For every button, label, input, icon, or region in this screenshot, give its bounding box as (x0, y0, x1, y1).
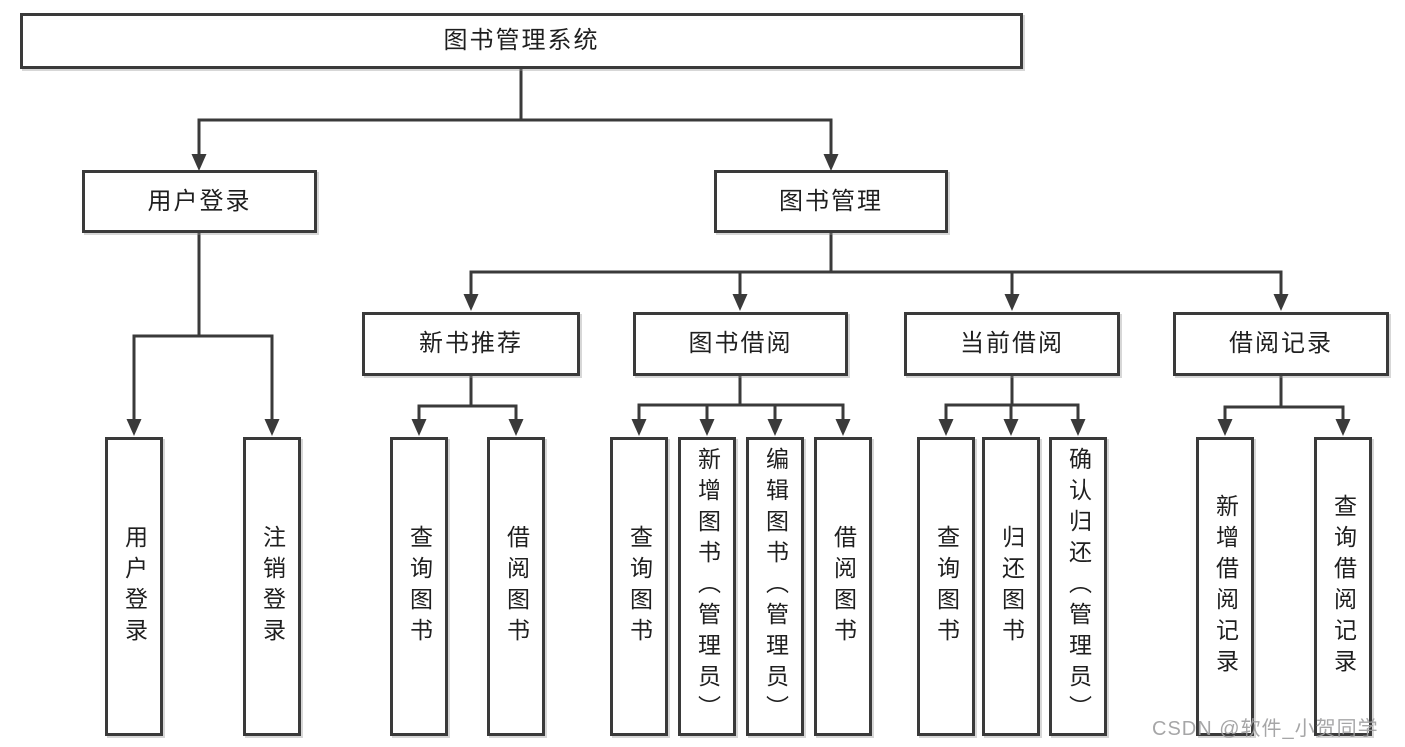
leaf-label: 借阅图书 (503, 524, 530, 649)
node-borrowing-records: 借阅记录 (1173, 312, 1389, 376)
leaf-label: 新增图书（管理员） (694, 447, 721, 726)
csdn-watermark: CSDN @软件_小贺同学 (1152, 718, 1379, 740)
leaf-label: 查询图书 (933, 524, 960, 649)
node-library-management-system: 图书管理系统 (20, 13, 1023, 69)
node-current-borrowing: 当前借阅 (904, 312, 1120, 376)
node-book-management: 图书管理 (714, 170, 948, 233)
leaf-label: 确认归还（管理员） (1065, 447, 1092, 726)
node-label: 图书管理 (779, 187, 883, 215)
leaf-add-borrow-record: 新增借阅记录 (1196, 437, 1254, 736)
leaf-edit-book-admin: 编辑图书（管理员） (746, 437, 804, 736)
leaf-label: 查询图书 (406, 524, 433, 649)
leaf-label: 新增借阅记录 (1212, 493, 1239, 680)
leaf-query-books-current: 查询图书 (917, 437, 975, 736)
leaf-user-login: 用户登录 (105, 437, 163, 736)
leaf-label: 编辑图书（管理员） (762, 447, 789, 726)
leaf-label: 用户登录 (121, 524, 148, 649)
node-label: 图书管理系统 (443, 27, 600, 54)
leaf-label: 注销登录 (259, 524, 286, 649)
node-user-login: 用户登录 (82, 170, 317, 233)
node-book-borrowing: 图书借阅 (633, 312, 848, 376)
leaf-borrow-books: 借阅图书 (814, 437, 872, 736)
node-label: 图书借阅 (688, 330, 793, 357)
leaf-add-book-admin: 新增图书（管理员） (678, 437, 736, 736)
leaf-borrow-books-recommend: 借阅图书 (487, 437, 545, 736)
leaf-return-books: 归还图书 (982, 437, 1040, 736)
leaf-confirm-return-admin: 确认归还（管理员） (1049, 437, 1107, 736)
leaf-label: 借阅图书 (830, 524, 857, 649)
leaf-query-books-recommend: 查询图书 (390, 437, 448, 736)
leaf-query-borrow-record: 查询借阅记录 (1314, 437, 1372, 736)
leaf-label: 归还图书 (998, 524, 1025, 649)
leaf-label: 查询图书 (626, 524, 653, 649)
node-label: 当前借阅 (960, 330, 1064, 357)
leaf-label: 查询借阅记录 (1330, 493, 1357, 680)
node-new-book-recommendation: 新书推荐 (362, 312, 580, 376)
node-label: 新书推荐 (419, 330, 523, 357)
leaf-query-books-borrowing: 查询图书 (610, 437, 668, 736)
node-label: 借阅记录 (1229, 330, 1333, 357)
node-label: 用户登录 (147, 187, 252, 215)
leaf-logout: 注销登录 (243, 437, 301, 736)
